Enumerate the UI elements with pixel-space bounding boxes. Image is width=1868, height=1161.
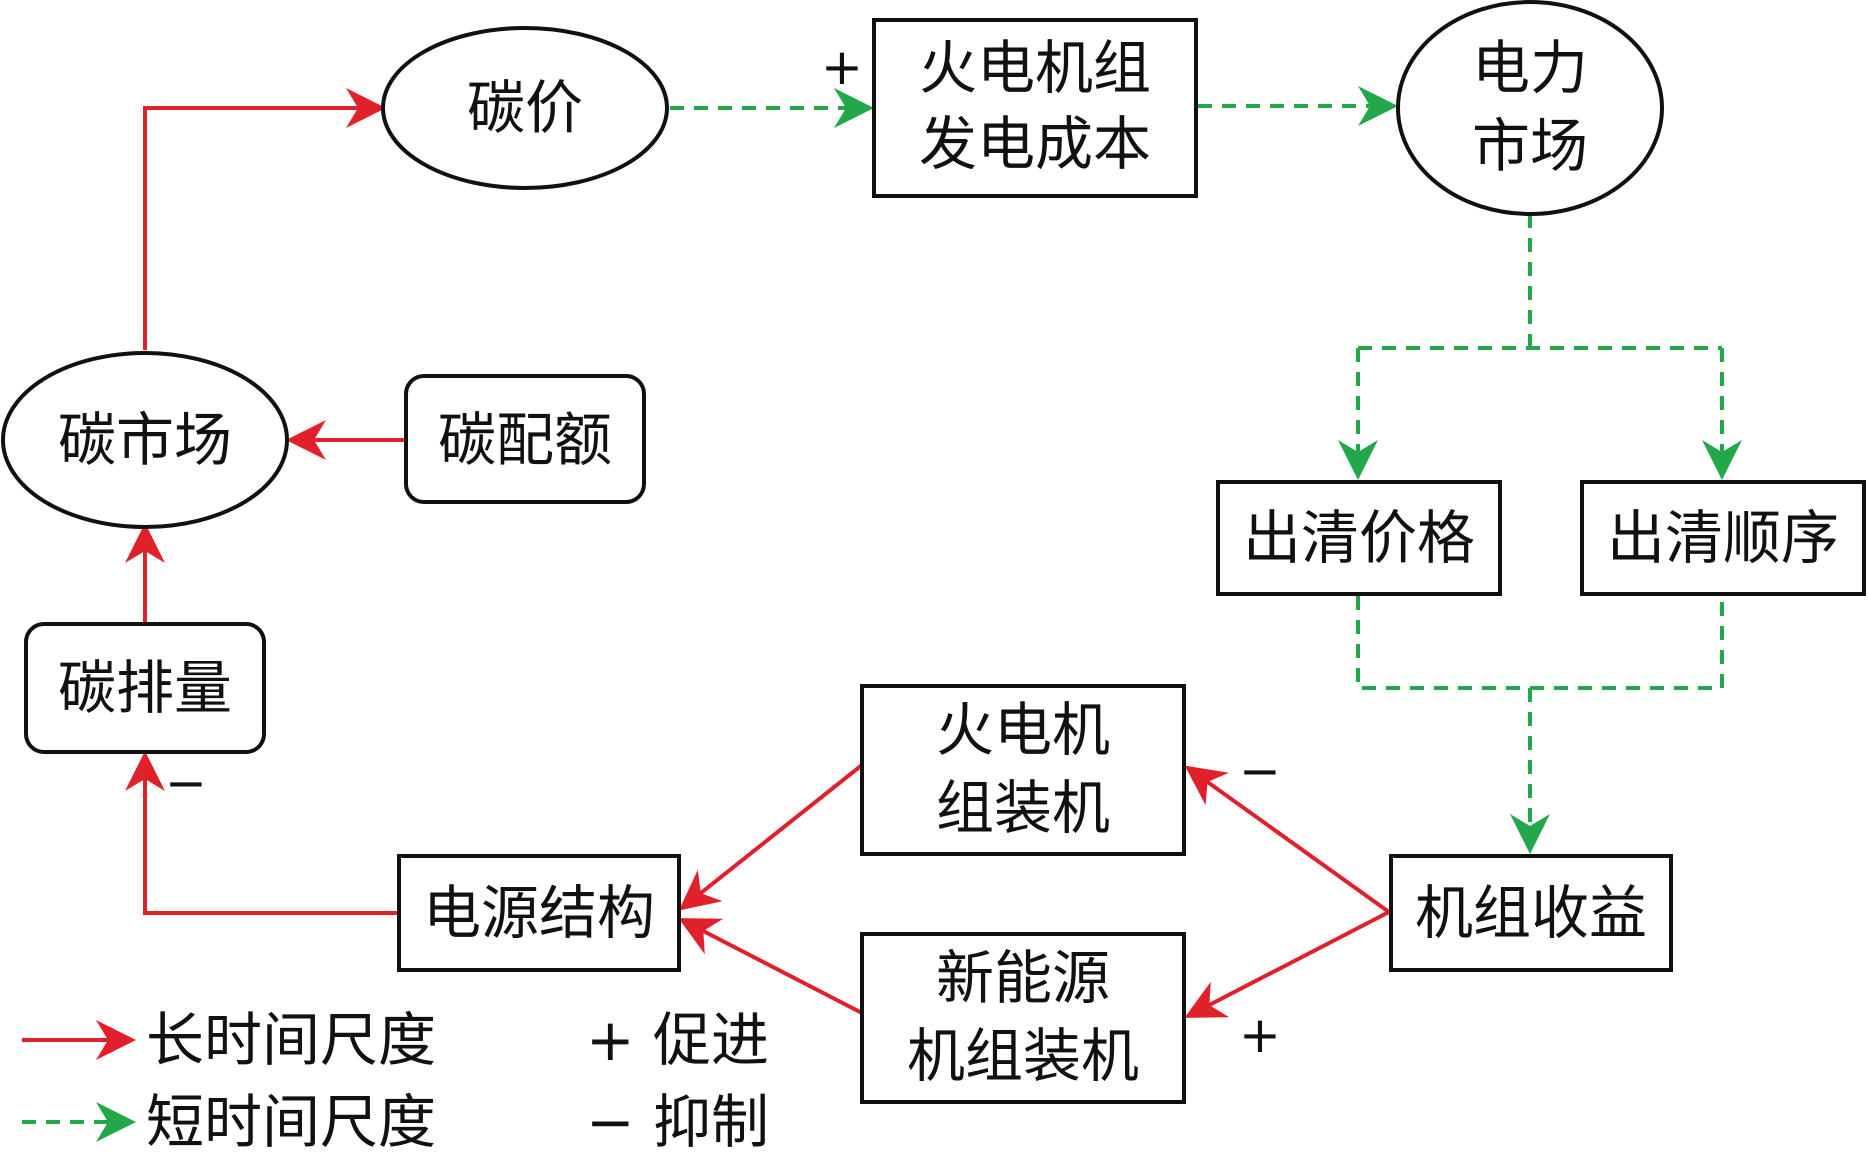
edge-power-structure-to-carbon-emission (125, 751, 397, 915)
node-thermal-generation-cost: 火电机组 发电成本 (872, 18, 1198, 198)
legend-promote-label: + 促进 (586, 1006, 769, 1074)
new-energy-label-line2: 机组装机 (907, 1022, 1139, 1090)
edge-thermal-install-to-power-structure (678, 763, 864, 911)
sign-minus-thermal: − (1239, 742, 1281, 800)
new-energy-label-line1: 新能源 (936, 944, 1110, 1012)
legend-short-term-label: 短时间尺度 (146, 1088, 436, 1156)
legend-inhibit-label: − 抑制 (586, 1088, 769, 1156)
node-power-market: 电力 市场 (1396, 0, 1664, 216)
sign-plus-carbon-price: + (821, 38, 863, 96)
edge-unit-revenue-to-thermal-install (1184, 765, 1391, 914)
node-new-energy-installed-capacity: 新能源 机组装机 (860, 932, 1186, 1104)
short-term-connectors (670, 86, 1742, 854)
carbon-emission-label: 碳排量 (58, 654, 232, 722)
long-term-connectors (125, 88, 1391, 1018)
node-carbon-price: 碳价 (381, 26, 669, 190)
clearing-order-label: 出清顺序 (1607, 504, 1839, 572)
thermal-cost-label-line1: 火电机组 (919, 34, 1151, 102)
edge-new-energy-to-power-structure (678, 918, 863, 1015)
sign-plus-new-energy: + (1239, 1006, 1281, 1064)
legend-long-term-label: 长时间尺度 (146, 1006, 436, 1074)
node-unit-revenue: 机组收益 (1389, 854, 1673, 972)
node-carbon-market: 碳市场 (1, 351, 289, 529)
edge-unit-revenue-to-new-energy (1184, 910, 1390, 1018)
edge-carbon-market-to-carbon-price (143, 88, 386, 350)
clearing-price-label: 出清价格 (1243, 504, 1475, 572)
node-carbon-quota: 碳配额 (404, 374, 646, 504)
node-clearing-price: 出清价格 (1216, 480, 1502, 596)
thermal-install-label-line2: 组装机 (936, 774, 1110, 842)
node-power-structure: 电源结构 (397, 854, 681, 972)
node-thermal-installed-capacity: 火电机 组装机 (860, 684, 1186, 856)
sign-minus-emission: − (165, 754, 207, 812)
node-clearing-order: 出清顺序 (1580, 480, 1866, 596)
carbon-quota-label: 碳配额 (438, 406, 612, 474)
thermal-cost-label-line2: 发电成本 (919, 110, 1151, 178)
node-carbon-emission: 碳排量 (24, 622, 266, 754)
carbon-price-label: 碳价 (467, 74, 583, 142)
unit-revenue-label: 机组收益 (1415, 879, 1647, 947)
edge-clearing-merge (1356, 596, 1724, 690)
legend: 长时间尺度 短时间尺度 + 促进 − 抑制 (22, 1006, 769, 1156)
carbon-market-label: 碳市场 (58, 406, 232, 474)
power-market-label-line1: 电力 (1472, 34, 1588, 102)
power-structure-label: 电源结构 (423, 879, 655, 947)
power-market-label-line2: 市场 (1472, 112, 1588, 180)
thermal-install-label-line1: 火电机 (936, 696, 1110, 764)
